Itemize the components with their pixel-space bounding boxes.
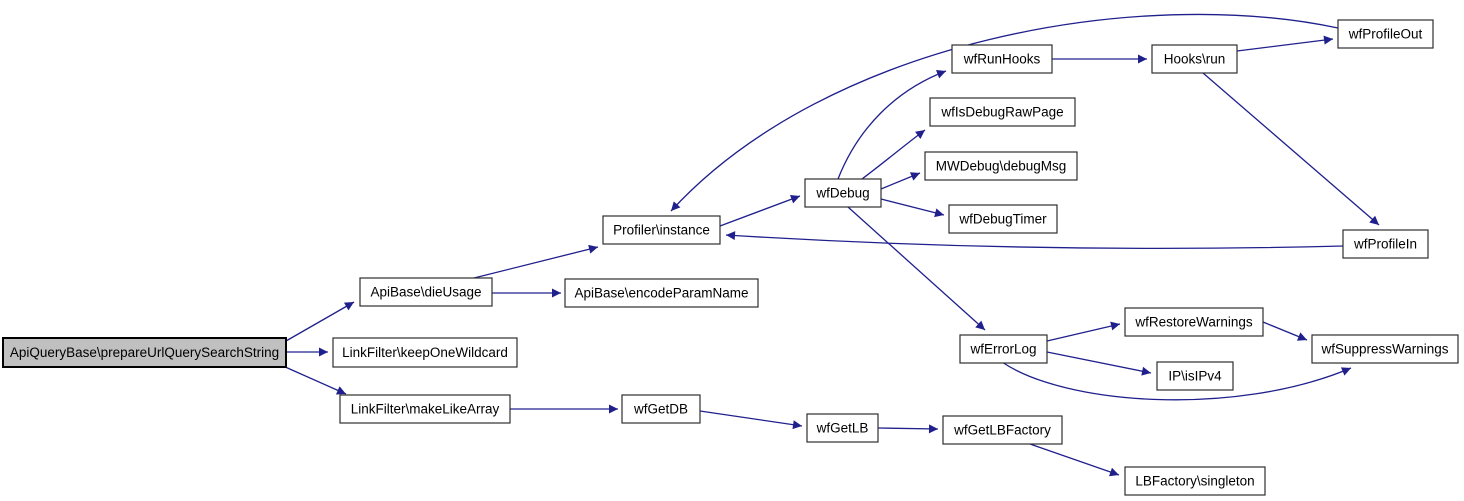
node-label-MWDebugDebugMsg: MWDebug\debugMsg — [936, 159, 1067, 174]
edge-wfGetLBFactory-to-LBFactorySingleton — [1029, 443, 1120, 477]
edge-prepareUrlQuerySearchString-to-makeLikeArray — [282, 365, 347, 395]
node-HooksRun[interactable]: Hooks\run — [1151, 44, 1238, 74]
node-MWDebugDebugMsg[interactable]: MWDebug\debugMsg — [924, 151, 1078, 181]
node-wfSuppressWarnings[interactable]: wfSuppressWarnings — [1311, 334, 1459, 364]
edge-wfDebug-to-MWDebugDebugMsg — [880, 172, 921, 190]
node-keepOneWildcard[interactable]: LinkFilter\keepOneWildcard — [332, 337, 518, 368]
node-wfIsDebugRawPage[interactable]: wfIsDebugRawPage — [929, 97, 1076, 127]
edge-wfErrorLog-to-IPisIPv4 — [1046, 351, 1152, 376]
node-label-wfIsDebugRawPage: wfIsDebugRawPage — [940, 105, 1063, 120]
node-box-HooksRun[interactable] — [1151, 44, 1238, 74]
edge-ProfilerInstance-to-wfDebug — [719, 194, 801, 227]
edge-wfGetDB-to-wfGetLB — [699, 410, 803, 430]
node-dieUsage[interactable]: ApiBase\dieUsage — [359, 277, 493, 307]
node-LBFactorySingleton[interactable]: LBFactory\singleton — [1124, 466, 1266, 496]
node-box-wfProfileOut[interactable] — [1337, 19, 1434, 49]
node-wfDebug[interactable]: wfDebug — [804, 178, 882, 208]
node-box-wfDebugTimer[interactable] — [948, 204, 1058, 234]
edge-wfDebug-to-wfRunHooks — [837, 69, 947, 180]
node-box-prepareUrlQuerySearchString[interactable] — [2, 337, 287, 368]
edges-layer — [282, 13, 1380, 477]
node-label-keepOneWildcard: LinkFilter\keepOneWildcard — [342, 345, 508, 360]
node-box-makeLikeArray[interactable] — [339, 394, 511, 424]
node-label-IPisIPv4: IP\isIPv4 — [1168, 369, 1222, 384]
node-wfRunHooks[interactable]: wfRunHooks — [951, 44, 1053, 74]
node-box-wfProfileIn[interactable] — [1342, 229, 1429, 259]
node-prepareUrlQuerySearchString[interactable]: ApiQueryBase\prepareUrlQuerySearchString — [2, 337, 287, 368]
edge-wfProfileOut-to-ProfilerInstance — [670, 13, 1339, 212]
node-label-wfRunHooks: wfRunHooks — [963, 52, 1041, 67]
node-box-wfGetLBFactory[interactable] — [942, 415, 1063, 445]
node-label-wfRestoreWarnings: wfRestoreWarnings — [1134, 315, 1253, 330]
node-label-HooksRun: Hooks\run — [1164, 52, 1226, 67]
edge-wfGetLB-to-wfGetLBFactory — [877, 424, 939, 434]
node-box-encodeParamName[interactable] — [564, 278, 759, 308]
edge-wfProfileIn-to-ProfilerInstance — [725, 231, 1344, 250]
node-label-makeLikeArray: LinkFilter\makeLikeArray — [351, 402, 500, 417]
node-label-wfSuppressWarnings: wfSuppressWarnings — [1320, 342, 1448, 357]
edge-HooksRun-to-wfProfileIn — [1202, 72, 1380, 226]
node-label-prepareUrlQuerySearchString: ApiQueryBase\prepareUrlQuerySearchString — [10, 345, 279, 360]
edge-wfRestoreWarnings-to-wfSuppressWarnings — [1262, 321, 1308, 341]
node-box-wfSuppressWarnings[interactable] — [1311, 334, 1459, 364]
node-encodeParamName[interactable]: ApiBase\encodeParamName — [564, 278, 759, 308]
node-box-wfIsDebugRawPage[interactable] — [929, 97, 1076, 127]
node-box-IPisIPv4[interactable] — [1156, 361, 1234, 391]
edge-wfDebug-to-wfIsDebugRawPage — [861, 129, 926, 180]
edge-HooksRun-to-wfProfileOut — [1236, 35, 1334, 52]
node-label-wfDebug: wfDebug — [815, 186, 869, 201]
node-label-wfGetDB: wfGetDB — [633, 402, 688, 417]
node-label-dieUsage: ApiBase\dieUsage — [370, 285, 481, 300]
edge-wfDebug-to-wfErrorLog — [847, 206, 986, 331]
node-label-encodeParamName: ApiBase\encodeParamName — [574, 286, 748, 301]
node-makeLikeArray[interactable]: LinkFilter\makeLikeArray — [339, 394, 511, 424]
node-box-wfRestoreWarnings[interactable] — [1124, 307, 1264, 337]
edge-prepareUrlQuerySearchString-to-dieUsage — [285, 301, 355, 342]
node-label-wfProfileIn: wfProfileIn — [1353, 237, 1417, 252]
node-box-keepOneWildcard[interactable] — [332, 337, 518, 368]
node-wfProfileOut[interactable]: wfProfileOut — [1337, 19, 1434, 49]
edge-wfErrorLog-to-wfRestoreWarnings — [1046, 321, 1121, 342]
node-wfGetLB[interactable]: wfGetLB — [806, 413, 879, 443]
node-label-wfDebugTimer: wfDebugTimer — [958, 212, 1047, 227]
node-ProfilerInstance[interactable]: Profiler\instance — [602, 215, 721, 245]
node-wfProfileIn[interactable]: wfProfileIn — [1342, 229, 1429, 259]
node-box-wfGetLB[interactable] — [806, 413, 879, 443]
node-wfDebugTimer[interactable]: wfDebugTimer — [948, 204, 1058, 234]
node-label-ProfilerInstance: Profiler\instance — [613, 223, 710, 238]
node-box-ProfilerInstance[interactable] — [602, 215, 721, 245]
edge-wfDebug-to-wfDebugTimer — [880, 198, 945, 218]
node-wfGetLBFactory[interactable]: wfGetLBFactory — [942, 415, 1063, 445]
node-IPisIPv4[interactable]: IP\isIPv4 — [1156, 361, 1234, 391]
edge-dieUsage-to-ProfilerInstance — [469, 244, 599, 280]
node-box-MWDebugDebugMsg[interactable] — [924, 151, 1078, 181]
node-box-wfDebug[interactable] — [804, 178, 882, 208]
node-wfRestoreWarnings[interactable]: wfRestoreWarnings — [1124, 307, 1264, 337]
node-box-dieUsage[interactable] — [359, 277, 493, 307]
node-box-wfRunHooks[interactable] — [951, 44, 1053, 74]
nodes-layer: ApiQueryBase\prepareUrlQuerySearchString… — [2, 19, 1459, 496]
node-box-LBFactorySingleton[interactable] — [1124, 466, 1266, 496]
edge-wfErrorLog-to-wfSuppressWarnings — [1001, 361, 1352, 401]
node-wfErrorLog[interactable]: wfErrorLog — [959, 334, 1048, 364]
node-label-wfGetLB: wfGetLB — [816, 421, 869, 436]
node-box-wfGetDB[interactable] — [621, 394, 701, 424]
node-label-LBFactorySingleton: LBFactory\singleton — [1135, 474, 1254, 489]
node-box-wfErrorLog[interactable] — [959, 334, 1048, 364]
node-label-wfGetLBFactory: wfGetLBFactory — [953, 423, 1051, 438]
node-label-wfProfileOut: wfProfileOut — [1348, 27, 1423, 42]
node-label-wfErrorLog: wfErrorLog — [969, 342, 1036, 357]
node-wfGetDB[interactable]: wfGetDB — [621, 394, 701, 424]
